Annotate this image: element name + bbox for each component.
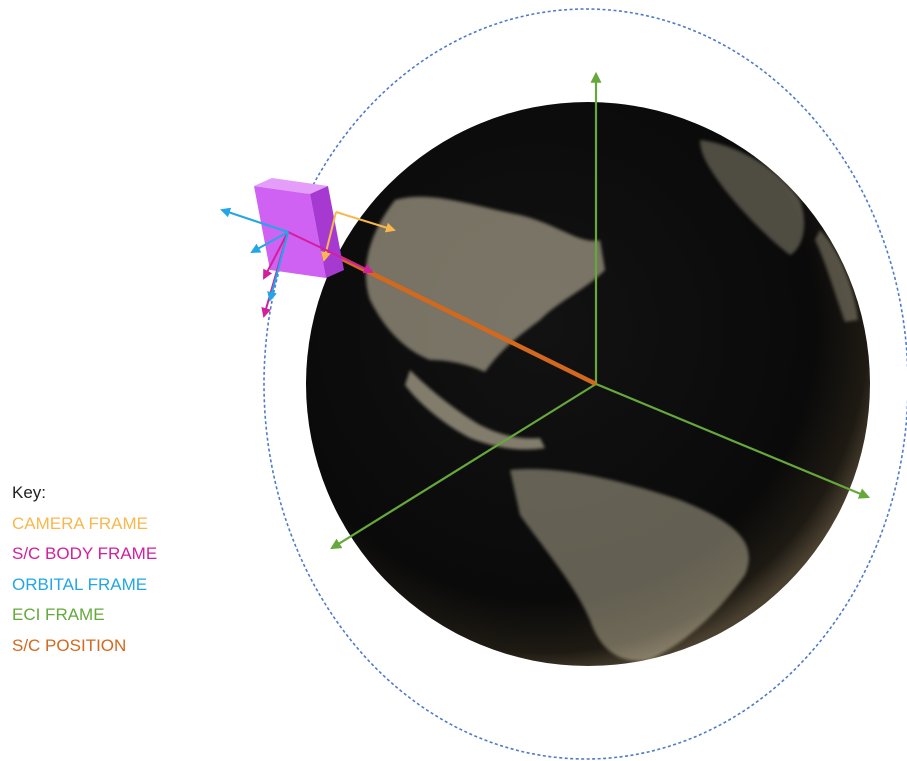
camera-frame [321,211,396,262]
legend-item-camera-frame: CAMERA FRAME [12,513,149,533]
legend-item-orbital-frame: ORBITAL FRAME [12,574,148,594]
legend: Key: CAMERA FRAME S/C BODY FRAME ORBITAL… [12,478,157,661]
spacecraft-body [254,178,344,278]
eci-axis-x [330,383,597,550]
city-lights [365,140,858,661]
eci-axis-y [595,382,871,499]
legend-item-body-frame: S/C BODY FRAME [12,544,158,563]
legend-item-eci-frame: ECI FRAME [12,605,105,624]
legend-item-sc-position: S/C POSITION [12,635,127,655]
eci-frame [330,71,871,550]
orbit-path [263,8,907,760]
orbital-frame [220,207,289,302]
legend-title: Key: [12,483,47,502]
sc-position-vector [299,235,597,387]
